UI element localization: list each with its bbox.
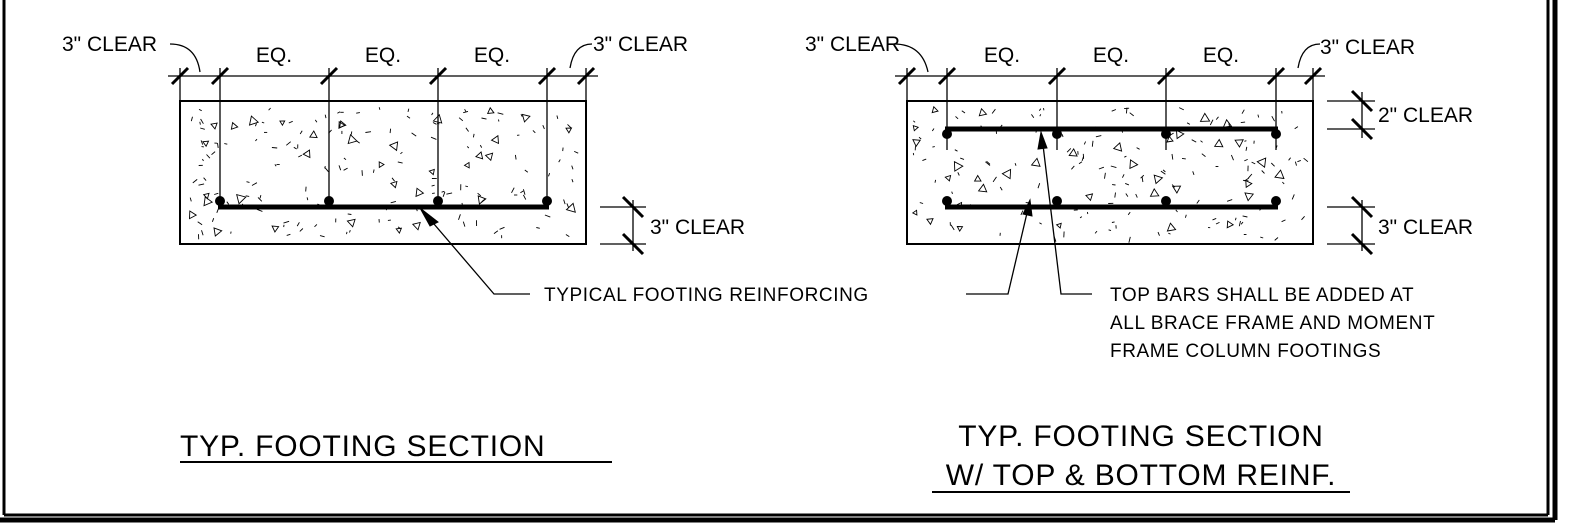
top-dimension-left bbox=[168, 43, 598, 200]
footing-section-left: 3" CLEAR 3" CLEAR EQ. EQ. EQ. 3" CLEAR bbox=[62, 33, 745, 256]
clear-label-right-a: 3" CLEAR bbox=[805, 33, 900, 56]
rebar-dot bbox=[1271, 196, 1281, 206]
clear-label-left-b: 3" CLEAR bbox=[593, 33, 688, 56]
title-right-line1: TYP. FOOTING SECTION bbox=[958, 420, 1323, 453]
bottom-clear-dim-left bbox=[600, 195, 646, 256]
rebar-dot bbox=[1052, 196, 1062, 206]
leader-top-bars bbox=[1037, 130, 1092, 295]
note-top-bars-line2: ALL BRACE FRAME AND MOMENT bbox=[1110, 313, 1435, 334]
bottom-clear-dim-right bbox=[1327, 195, 1375, 256]
footing-section-right: 3" CLEAR 3" CLEAR EQ. EQ. EQ. 2" CLEAR 3… bbox=[805, 33, 1473, 256]
eq-label: EQ. bbox=[256, 44, 292, 67]
rebar-dot bbox=[942, 129, 952, 139]
bottom-rebar-left bbox=[215, 196, 552, 210]
top-dimension-right bbox=[893, 43, 1325, 150]
rebar-dot bbox=[542, 196, 552, 206]
eq-label: EQ. bbox=[984, 44, 1020, 67]
footing-concrete-right bbox=[906, 100, 1314, 245]
eq-label: EQ. bbox=[1093, 44, 1129, 67]
eq-label: EQ. bbox=[1203, 44, 1239, 67]
concrete-hatch-left bbox=[189, 106, 579, 240]
rebar-dot bbox=[1052, 129, 1062, 139]
rebar-dot bbox=[433, 196, 443, 206]
top-rebar-right bbox=[942, 126, 1281, 139]
bottom-clear-label-right: 3" CLEAR bbox=[1378, 216, 1473, 239]
bottom-rebar-right bbox=[942, 196, 1281, 210]
title-right-line2: W/ TOP & BOTTOM REINF. bbox=[946, 459, 1336, 492]
clear-label-left-a: 3" CLEAR bbox=[62, 33, 157, 56]
note-top-bars-line1: TOP BARS SHALL BE ADDED AT bbox=[1110, 285, 1414, 306]
top-clear-dim-right bbox=[1327, 89, 1375, 141]
eq-label: EQ. bbox=[365, 44, 401, 67]
sheet-border bbox=[0, 0, 1558, 523]
rebar-dot bbox=[1161, 196, 1171, 206]
clear-label-right-b: 3" CLEAR bbox=[1320, 36, 1415, 59]
title-left: TYP. FOOTING SECTION bbox=[180, 430, 545, 463]
top-clear-label-right: 2" CLEAR bbox=[1378, 104, 1473, 127]
eq-label: EQ. bbox=[474, 44, 510, 67]
leader-typical-reinforcing bbox=[419, 198, 1033, 295]
rebar-dot bbox=[324, 196, 334, 206]
rebar-dot bbox=[942, 196, 952, 206]
note-typical-reinforcing: TYPICAL FOOTING REINFORCING bbox=[544, 285, 869, 306]
bottom-clear-label-left: 3" CLEAR bbox=[650, 216, 745, 239]
rebar-dot bbox=[215, 196, 225, 206]
rebar-dot bbox=[1271, 129, 1281, 139]
note-top-bars-line3: FRAME COLUMN FOOTINGS bbox=[1110, 341, 1381, 362]
rebar-dot bbox=[1161, 129, 1171, 139]
footing-concrete-left bbox=[179, 100, 587, 245]
